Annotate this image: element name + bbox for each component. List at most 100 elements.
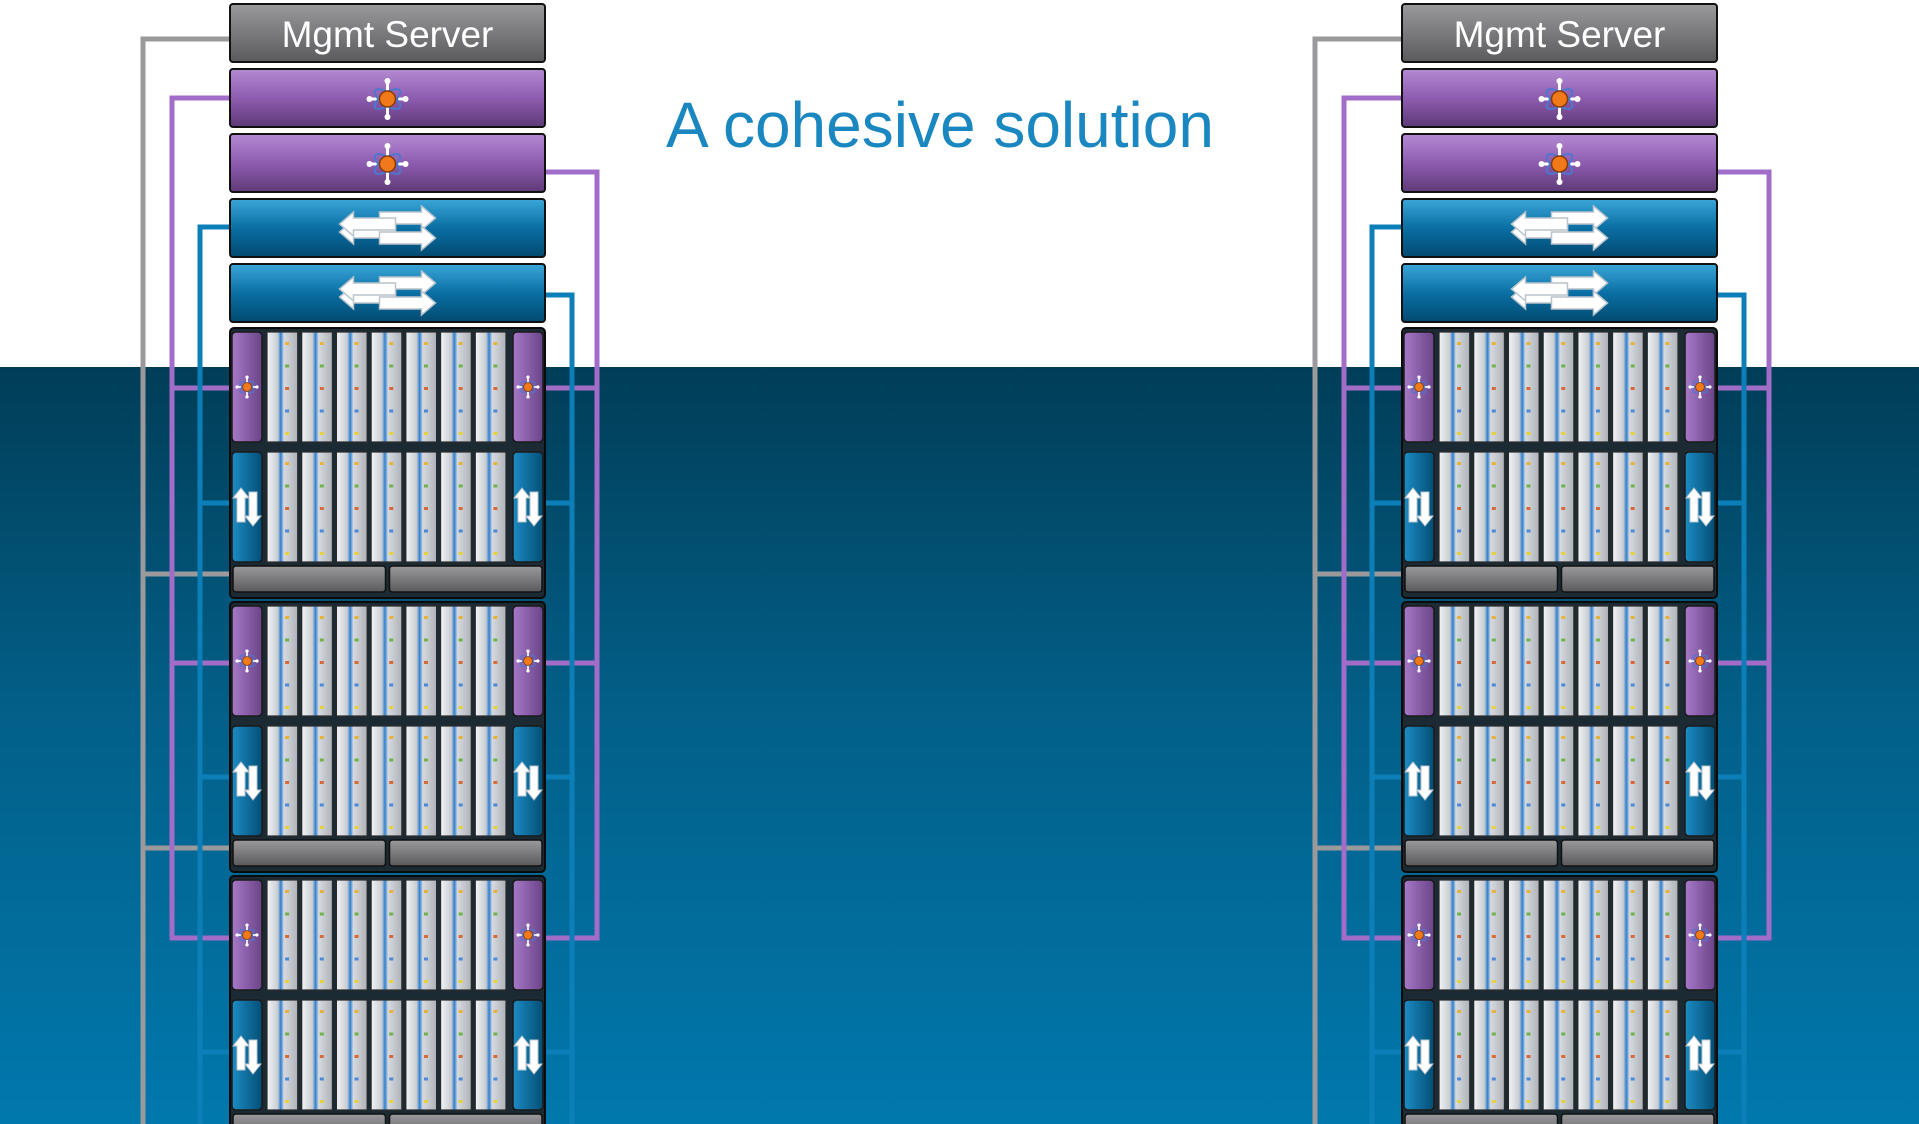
blade-led [354, 803, 359, 807]
blade-server [1438, 605, 1471, 717]
side-switch-module [1403, 999, 1435, 1111]
switch-module-icon [231, 761, 263, 801]
blade-led [389, 781, 394, 784]
blade-led [1595, 409, 1600, 413]
blade-led [1526, 364, 1531, 368]
blade-led [1457, 484, 1462, 488]
blade-led [1457, 706, 1462, 709]
blade-led [285, 1055, 290, 1058]
blade-led [1561, 912, 1566, 916]
blade-led [285, 638, 290, 642]
blade-led [1491, 638, 1496, 642]
blade-server [1577, 331, 1610, 443]
blade-led [423, 912, 428, 916]
blade-server [1507, 451, 1540, 563]
blade-led [319, 781, 324, 784]
blade-led [354, 1010, 359, 1013]
blade-server [439, 725, 472, 837]
blade-led [423, 342, 428, 345]
blade-led [458, 1100, 463, 1103]
blade-led [1526, 803, 1531, 807]
blade-led [493, 387, 498, 390]
blade-led [458, 1055, 463, 1058]
blade-led [1595, 957, 1600, 961]
blade-led [1457, 1010, 1462, 1013]
blade-led [1491, 758, 1496, 762]
blade-enclosure-3 [229, 875, 546, 1124]
blade-led [423, 890, 428, 893]
blade-led [389, 758, 394, 762]
switch-module-icon [1684, 1035, 1716, 1075]
blade-led [1526, 409, 1531, 413]
blade-led [1491, 957, 1496, 961]
blade-led [1457, 1055, 1462, 1058]
blade-led [423, 1032, 428, 1036]
blade-server [1438, 331, 1471, 443]
blade-server [439, 999, 472, 1111]
blade-led [493, 638, 498, 642]
blade-led [493, 912, 498, 916]
blade-led [1595, 552, 1600, 555]
blade-server [335, 725, 368, 837]
blade-server [266, 879, 299, 991]
blade-led [1630, 432, 1635, 435]
blade-led [493, 957, 498, 961]
blade-led [285, 890, 290, 893]
blade-led [1526, 683, 1531, 687]
blade-led [423, 826, 428, 829]
blade-led [1526, 957, 1531, 961]
blade-led [1595, 758, 1600, 762]
blade-led [1526, 1032, 1531, 1036]
blade-server [335, 451, 368, 563]
blade-server [266, 331, 299, 443]
blade-led [1630, 980, 1635, 983]
blade-led [319, 387, 324, 390]
blade-led [423, 638, 428, 642]
blade-led [1665, 364, 1670, 368]
blade-led [493, 507, 498, 510]
blade-led [1491, 803, 1496, 807]
blade-server [370, 331, 403, 443]
power-supply-bar [1560, 1113, 1715, 1124]
blade-server [1438, 451, 1471, 563]
gray-cable [140, 36, 232, 1124]
blade-led [1526, 387, 1531, 390]
blade-led [458, 1032, 463, 1036]
blade-led [423, 803, 428, 807]
cabling [140, 36, 600, 1124]
blade-led [458, 552, 463, 555]
blade-led [319, 507, 324, 510]
blade-led [493, 1032, 498, 1036]
blade-led [1457, 342, 1462, 345]
blade-led [1561, 484, 1566, 488]
blade-led [1665, 462, 1670, 465]
blade-led [319, 980, 324, 983]
blade-server [1611, 331, 1644, 443]
blade-led [1595, 661, 1600, 664]
blade-server [266, 451, 299, 563]
blade-led [493, 803, 498, 807]
blade-led [1595, 912, 1600, 916]
blade-led [1491, 826, 1496, 829]
blade-led [1630, 342, 1635, 345]
blade-led [1526, 912, 1531, 916]
blade-led [1630, 826, 1635, 829]
blade-led [1665, 432, 1670, 435]
blade-led [1457, 552, 1462, 555]
blade-led [319, 912, 324, 916]
blade-server [1473, 331, 1506, 443]
blade-led [1491, 935, 1496, 938]
blade-led [1491, 736, 1496, 739]
blade-server [301, 331, 334, 443]
blade-led [423, 1100, 428, 1103]
blade-led [319, 890, 324, 893]
blade-led [1630, 364, 1635, 368]
rack-right: Mgmt Server [1312, 3, 1772, 1124]
blade-led [1665, 507, 1670, 510]
blade-led [1457, 781, 1462, 784]
blade-server [1438, 879, 1471, 991]
blade-led [285, 683, 290, 687]
blade-led [1595, 781, 1600, 784]
blade-led [1457, 616, 1462, 619]
blade-enclosure-2 [1401, 601, 1718, 873]
